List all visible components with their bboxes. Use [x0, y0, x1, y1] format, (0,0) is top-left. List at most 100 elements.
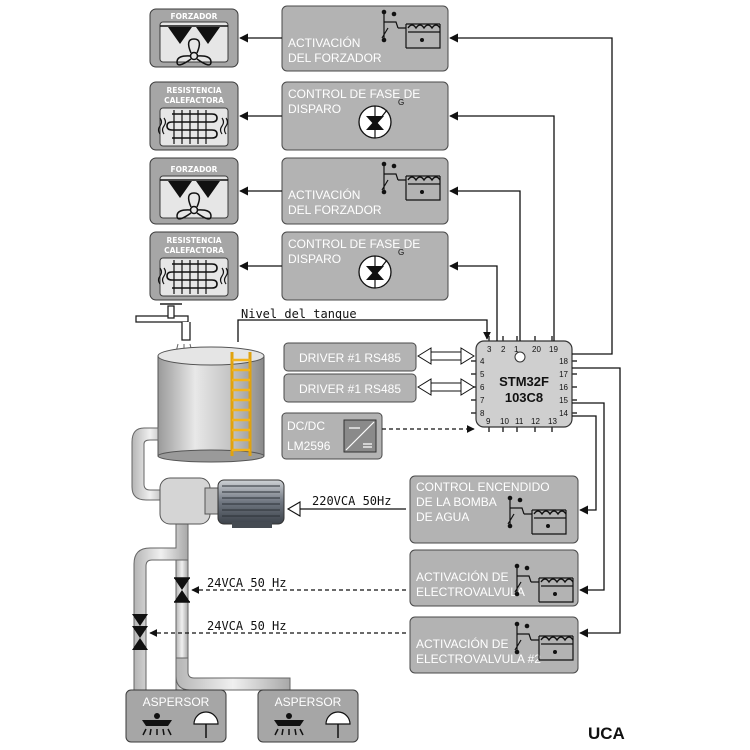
aspersor-1-label: ASPERSOR [143, 695, 210, 709]
pump-power-arrow [286, 501, 301, 517]
box-label-line-2: DISPARO [288, 102, 341, 116]
resistencia-label: RESISTENCIA [166, 86, 221, 95]
wire-pin19-fase-1 [449, 111, 555, 341]
mcu-name-line-1: STM32F [499, 374, 549, 389]
valve-2-supply-label: 24VCA 50 Hz [207, 619, 286, 633]
box-label-line-3: DE AGUA [416, 510, 469, 524]
forzador-2-symbol: FORZADOR [149, 157, 239, 225]
forzador-label: FORZADOR [171, 165, 218, 174]
box-label-line-2: DISPARO [288, 252, 341, 266]
pin-label: 1 [514, 345, 519, 354]
rs485-link-2 [417, 378, 475, 396]
pin-label: 14 [559, 409, 568, 418]
dcdc-label-line-2: LM2596 [287, 439, 331, 453]
electrovalve-2 [132, 614, 148, 650]
forzador-label: FORZADOR [171, 12, 218, 21]
pin-label: 16 [559, 383, 568, 392]
triac-icon [358, 105, 392, 139]
activacion-electrovalvula-1-box: ACTIVACIÓN DE ELECTROVALVULA [409, 549, 579, 607]
driver-rs485-1: DRIVER #1 RS485 [283, 342, 417, 372]
activacion-forzador-2-box: ACTIVACIÓN DEL FORZADOR [281, 157, 449, 225]
triac-gate-label: G [398, 248, 404, 257]
pipework [131, 427, 291, 691]
driver-2-label: DRIVER #1 RS485 [299, 382, 401, 396]
wire-pin17-valvula-2 [572, 367, 621, 638]
water-tap [135, 303, 193, 353]
pin-label: 15 [559, 396, 568, 405]
stm32-mcu: STM32F 103C8 3 2 1 20 19 9 10 11 12 13 4… [471, 336, 577, 432]
box-label-line-2: ELECTROVALVULA [416, 585, 525, 599]
mcu-name-line-2: 103C8 [505, 390, 543, 405]
pin-label: 20 [532, 345, 541, 354]
activacion-electrovalvula-2-box: ACTIVACIÓN DE ELECTROVALVULA #2 [409, 616, 579, 674]
pins-top: 3 2 1 20 19 [487, 345, 558, 354]
pin-label: 6 [480, 383, 485, 392]
pin-label: 4 [480, 357, 485, 366]
box-label-line-2: DEL FORZADOR [288, 51, 382, 65]
pin-label: 7 [480, 396, 485, 405]
tank-level-label: Nivel del tanque [241, 307, 357, 321]
control-fase-1-box: CONTROL DE FASE DE DISPARO G [281, 81, 449, 151]
pins-bottom: 9 10 11 12 13 [486, 417, 557, 426]
sprinkler-icon [274, 713, 304, 736]
resistencia-label: RESISTENCIA [166, 236, 221, 245]
box-label-line-1: CONTROL ENCENDIDO [416, 480, 550, 494]
box-label-line-1: ACTIVACIÓN [288, 187, 360, 202]
pin-label: 11 [515, 417, 524, 426]
activacion-forzador-1-box: ACTIVACIÓN DEL FORZADOR [281, 5, 449, 72]
box-label-line-1: ACTIVACIÓN DE [416, 636, 508, 651]
valve-1-supply-label: 24VCA 50 Hz [207, 576, 286, 590]
pins-left: 4 5 6 7 8 [480, 357, 485, 418]
triac-icon [358, 255, 392, 289]
rs485-link-1 [417, 347, 475, 365]
aspersor-2-label: ASPERSOR [275, 695, 342, 709]
box-label-line-1: CONTROL DE FASE DE [288, 87, 420, 101]
dcdc-label-line-1: DC/DC [287, 419, 325, 433]
box-label-line-1: CONTROL DE FASE DE [288, 237, 420, 251]
wire-pin15-valvula-1 [572, 402, 605, 595]
pin-label: 5 [480, 370, 485, 379]
control-fase-2-box: CONTROL DE FASE DE DISPARO G [281, 231, 449, 301]
calefactora-label: CALEFACTORA [164, 246, 224, 255]
water-tank [157, 346, 265, 463]
triac-gate-label: G [398, 98, 404, 107]
pump-motor [159, 477, 285, 528]
sprinkler-head-icon [325, 711, 351, 738]
box-label-line-1: ACTIVACIÓN DE [416, 569, 508, 584]
dcdc-converter: DC/DC LM2596 [281, 412, 383, 460]
sprinkler-icon [142, 713, 172, 736]
electrovalve-1 [174, 577, 190, 603]
driver-rs485-2: DRIVER #1 RS485 [283, 373, 417, 403]
aspersor-2: ASPERSOR [257, 689, 359, 743]
pin-label: 9 [486, 417, 491, 426]
box-label-line-2: DE LA BOMBA [416, 495, 497, 509]
pin-label: 12 [531, 417, 540, 426]
aspersor-1: ASPERSOR [125, 689, 227, 743]
pin-label: 2 [501, 345, 506, 354]
pin-label: 13 [548, 417, 557, 426]
pin-label: 18 [559, 357, 568, 366]
box-label-line-2: DEL FORZADOR [288, 203, 382, 217]
resistencia-1-symbol: RESISTENCIA CALEFACTORA [149, 81, 239, 151]
pin-label: 19 [549, 345, 558, 354]
wire-pin18-forzador-1 [449, 33, 613, 355]
pin-label: 8 [480, 409, 485, 418]
pins-right: 18 17 16 15 14 [559, 357, 568, 418]
wire-pin2-fase-2 [449, 261, 498, 341]
wire-pin14-bomba [572, 415, 597, 515]
pin-label: 3 [487, 345, 492, 354]
pump-supply-label: 220VCA 50Hz [312, 494, 391, 508]
calefactora-label: CALEFACTORA [164, 96, 224, 105]
dcdc-icon [343, 419, 377, 453]
level-ladder [230, 352, 252, 456]
resistencia-2-symbol: RESISTENCIA CALEFACTORA [149, 231, 239, 301]
pin-label: 17 [559, 370, 568, 379]
brand-logo: UCA [588, 724, 625, 743]
wire-pin1-forzador-2 [449, 186, 521, 341]
box-label-line-2: ELECTROVALVULA #2 [416, 652, 541, 666]
pin-label: 10 [500, 417, 509, 426]
sprinkler-head-icon [193, 711, 219, 738]
driver-1-label: DRIVER #1 RS485 [299, 351, 401, 365]
wire-tank-level [237, 319, 491, 342]
